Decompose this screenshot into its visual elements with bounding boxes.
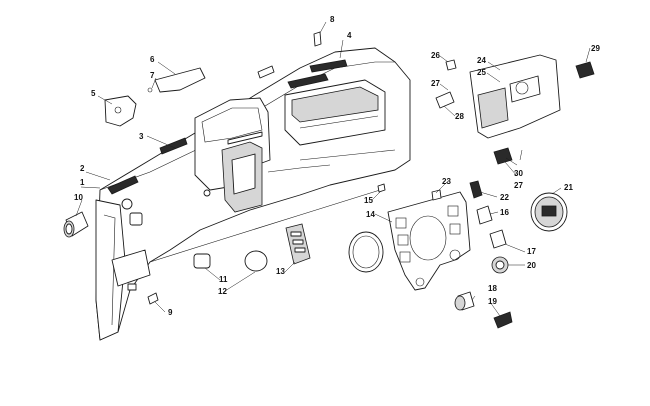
callout-20: 20 [527,261,536,270]
part-23-clip [431,189,442,201]
callout-9: 9 [168,308,173,317]
callout-30: 30 [514,169,523,178]
part-12-cap [244,250,268,272]
part-28-bracket [435,91,455,109]
callout-13: 13 [276,267,285,276]
callout-23: 23 [442,177,451,186]
callout-2: 2 [80,164,85,173]
part-14-bezel [387,191,471,291]
callout-22: 22 [500,193,509,202]
callout-29: 29 [591,44,600,53]
part-6-bracket [154,67,206,93]
part-10-knob [63,211,89,238]
part-24-side-panel [469,54,561,139]
callout-19: 19 [488,297,497,306]
callout-labels: 1 2 3 4 5 6 7 8 9 10 11 12 13 14 15 16 1… [74,15,600,317]
part-8-bolt [313,31,322,47]
part-9-screw [147,292,159,305]
part-15-clip [377,183,386,193]
part-13-switch-panel [285,223,311,265]
callout-7: 7 [150,71,155,80]
callout-3: 3 [139,132,144,141]
part-22-switch [469,180,483,199]
callout-14: 14 [366,210,375,219]
callout-8: 8 [330,15,335,24]
part-7-bolt [147,87,153,93]
callout-24: 24 [477,56,486,65]
callout-6: 6 [150,55,155,64]
callout-4: 4 [347,31,352,40]
callout-17: 17 [527,247,536,256]
callout-1: 1 [80,178,85,187]
part-5-hole [114,106,122,114]
callout-16: 16 [500,208,509,217]
callout-28: 28 [455,112,464,121]
part-11-button [193,253,211,269]
bezel-ring [348,231,384,273]
part-29-connector [575,61,595,79]
part-26-clip [445,59,457,71]
part-16-switch [476,205,493,225]
callout-12: 12 [218,287,227,296]
callout-26: 26 [431,51,440,60]
part-30-connector [493,147,513,165]
callout-5: 5 [91,89,96,98]
callout-27-upper: 27 [431,79,440,88]
callout-18: 18 [488,284,497,293]
callout-15: 15 [364,196,373,205]
callout-25: 25 [477,68,486,77]
callout-27-lower: 27 [514,181,523,190]
callout-11: 11 [219,275,228,284]
part-5-bracket [104,95,137,127]
dash-panel [95,47,411,341]
callout-10: 10 [74,193,83,202]
part-19-plug [493,311,513,329]
part-20-socket [491,256,509,274]
part-21-gauge [530,192,568,232]
callout-21: 21 [564,183,573,192]
leader-lines [75,21,591,317]
part-17-switch [489,229,507,249]
part-18-socket [454,291,475,311]
